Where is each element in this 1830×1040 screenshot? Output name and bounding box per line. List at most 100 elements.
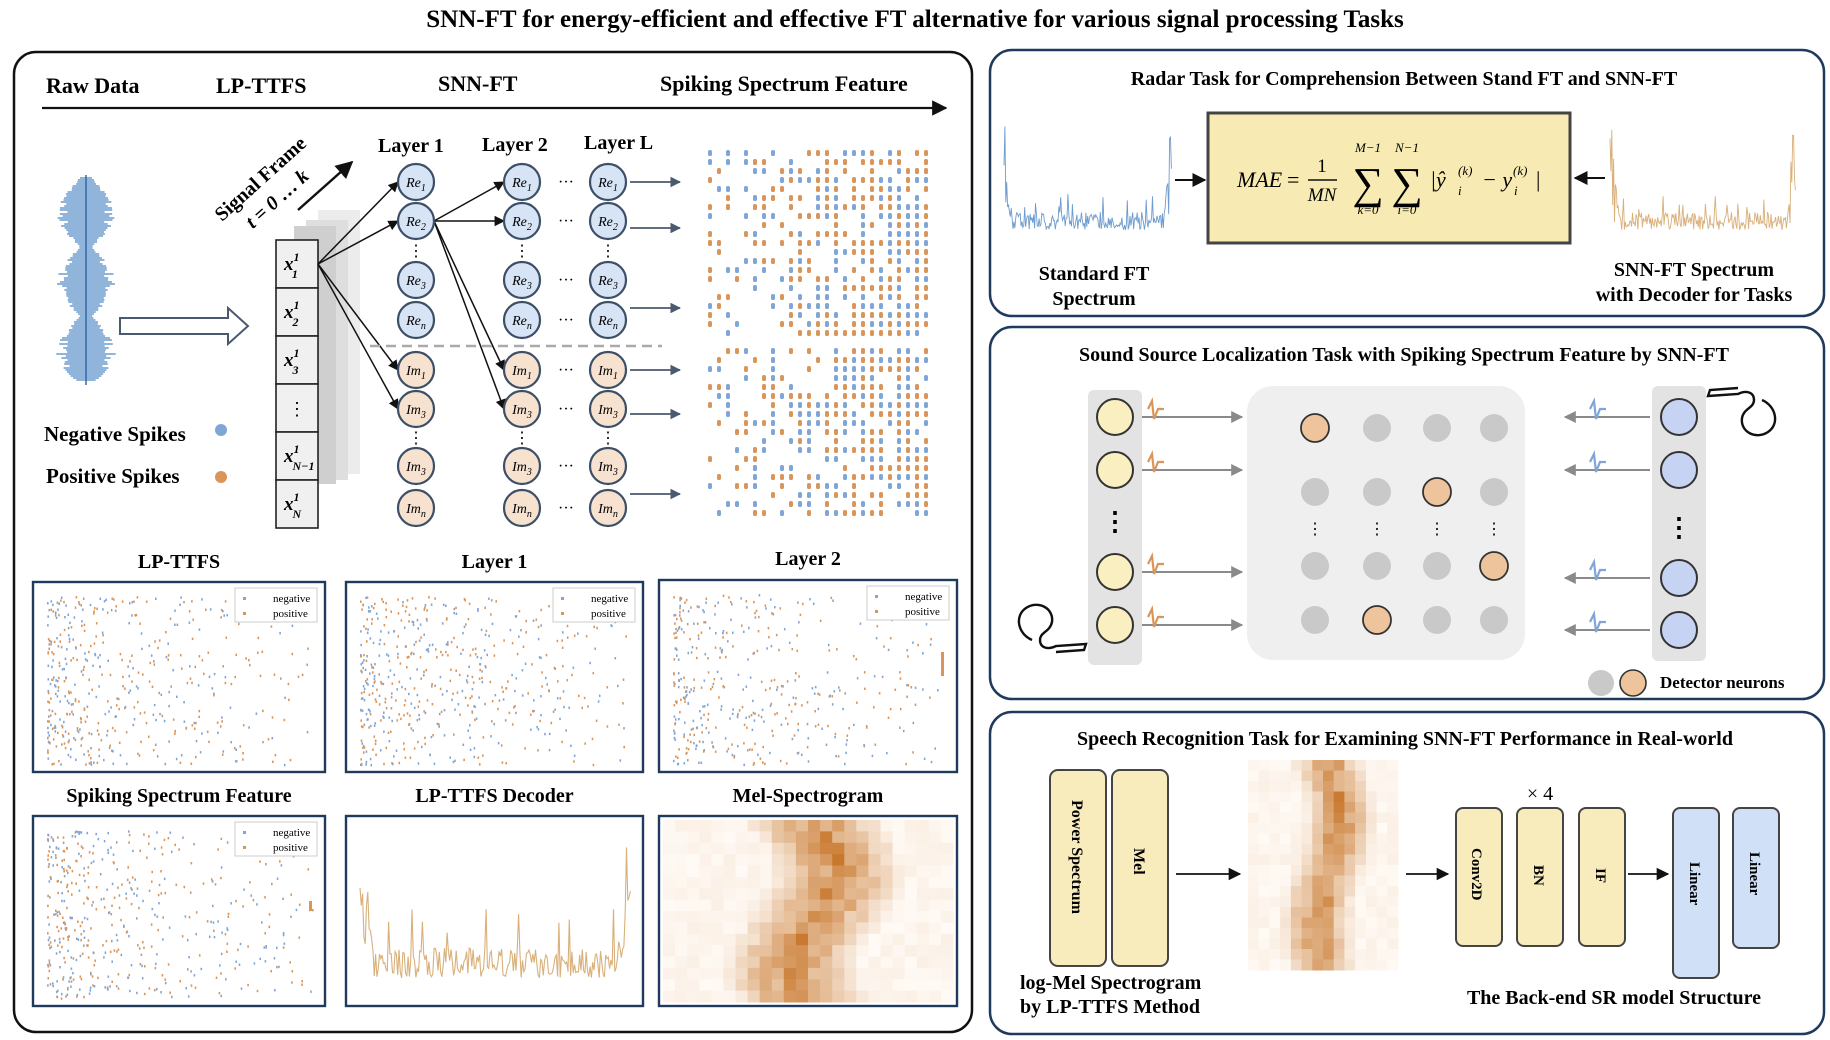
spike-point bbox=[387, 631, 390, 634]
log-mel-cell bbox=[1312, 823, 1324, 834]
spike-point bbox=[310, 990, 312, 993]
spike-point bbox=[828, 695, 831, 698]
mel-cell bbox=[892, 842, 906, 855]
log-mel-cell bbox=[1333, 781, 1345, 792]
spike-point bbox=[52, 652, 55, 656]
spike-mark bbox=[861, 276, 865, 282]
spike-point bbox=[871, 754, 874, 758]
spike-mark bbox=[924, 294, 928, 300]
spike-point bbox=[417, 740, 419, 744]
svg-text:Ren: Ren bbox=[597, 314, 618, 332]
spike-point bbox=[50, 856, 53, 859]
detector-neuron bbox=[1480, 478, 1508, 506]
mel-cell bbox=[856, 911, 869, 923]
log-mel-cell bbox=[1376, 907, 1388, 918]
spike-point bbox=[874, 743, 877, 746]
spike-point bbox=[396, 645, 398, 648]
mel-cell bbox=[916, 888, 930, 901]
mel-cell bbox=[844, 967, 857, 980]
spike-point bbox=[706, 703, 709, 706]
spike-point bbox=[683, 733, 685, 736]
mel-cell bbox=[892, 854, 906, 866]
log-mel-cell bbox=[1258, 875, 1270, 887]
spike-mark bbox=[708, 483, 712, 489]
spike-mark bbox=[708, 213, 712, 219]
spike-point bbox=[382, 682, 385, 686]
spike-point bbox=[104, 986, 106, 989]
spike-point bbox=[374, 602, 376, 606]
spike-point bbox=[788, 703, 790, 707]
spike-mark bbox=[825, 276, 829, 282]
spike-mark bbox=[861, 159, 865, 165]
spike-point bbox=[144, 965, 146, 968]
spike-mark bbox=[870, 429, 874, 435]
spike-point bbox=[301, 983, 303, 986]
mel-cell bbox=[735, 911, 749, 923]
spike-point bbox=[56, 880, 59, 883]
mel-cell bbox=[687, 820, 700, 832]
repeat-times-label: × 4 bbox=[1527, 783, 1553, 805]
spike-point bbox=[863, 743, 865, 747]
spike-point bbox=[360, 739, 363, 742]
spike-mark bbox=[906, 456, 910, 462]
spike-point bbox=[453, 733, 455, 736]
svg-text:Re3: Re3 bbox=[405, 274, 426, 292]
spike-point bbox=[194, 665, 197, 669]
spike-point bbox=[873, 706, 875, 709]
spike-point bbox=[210, 920, 212, 924]
spike-mark bbox=[906, 303, 910, 309]
log-mel-cell bbox=[1376, 791, 1388, 803]
mel-cell bbox=[820, 956, 833, 969]
mel-cell bbox=[940, 956, 954, 969]
layer-ellipsis: ··· bbox=[558, 174, 574, 191]
spike-mark bbox=[744, 483, 748, 489]
mel-cell bbox=[832, 945, 845, 957]
mel-cell bbox=[928, 945, 942, 957]
spike-point bbox=[91, 904, 93, 907]
spike-point bbox=[52, 610, 54, 613]
mel-cell bbox=[783, 831, 797, 844]
spike-point bbox=[760, 680, 763, 683]
log-mel-cell bbox=[1365, 938, 1378, 950]
spike-mark bbox=[771, 375, 775, 381]
spike-point bbox=[776, 712, 778, 715]
spike-point bbox=[545, 653, 548, 657]
spike-point bbox=[70, 626, 73, 629]
mel-cell bbox=[783, 945, 797, 957]
spike-mark bbox=[780, 510, 784, 516]
spike-point bbox=[387, 675, 390, 679]
spike-point bbox=[139, 712, 142, 715]
spike-point bbox=[378, 642, 381, 646]
mel-cell bbox=[928, 922, 942, 935]
spike-point bbox=[503, 639, 505, 642]
spike-point bbox=[373, 674, 376, 678]
log-mel-cell bbox=[1248, 875, 1260, 887]
mel-cell bbox=[808, 933, 821, 946]
mel-cell bbox=[735, 922, 749, 935]
spike-point bbox=[59, 700, 61, 703]
spike-point bbox=[707, 712, 710, 716]
spike-mark bbox=[762, 447, 766, 453]
mel-cell bbox=[735, 842, 749, 855]
spike-point bbox=[70, 703, 73, 706]
spike-mark bbox=[888, 474, 892, 480]
log-mel-cell bbox=[1280, 844, 1292, 855]
spike-point bbox=[146, 856, 148, 859]
svg-text:Im3: Im3 bbox=[597, 460, 618, 478]
spike-point bbox=[95, 886, 98, 889]
spike-point bbox=[72, 972, 74, 975]
spike-point bbox=[410, 727, 413, 730]
spike-mark bbox=[879, 501, 883, 507]
log-mel-cell bbox=[1376, 802, 1388, 813]
detector-neuron bbox=[1362, 605, 1392, 635]
spike-point bbox=[360, 600, 362, 603]
log-mel-cell bbox=[1301, 917, 1313, 929]
spike-point bbox=[174, 623, 176, 626]
spike-point bbox=[70, 985, 72, 988]
log-mel-cell bbox=[1258, 823, 1270, 834]
log-mel-cell bbox=[1258, 854, 1270, 866]
spike-point bbox=[156, 915, 159, 918]
spike-point bbox=[431, 685, 433, 688]
spike-mark bbox=[762, 204, 766, 210]
spike-point bbox=[202, 882, 205, 885]
